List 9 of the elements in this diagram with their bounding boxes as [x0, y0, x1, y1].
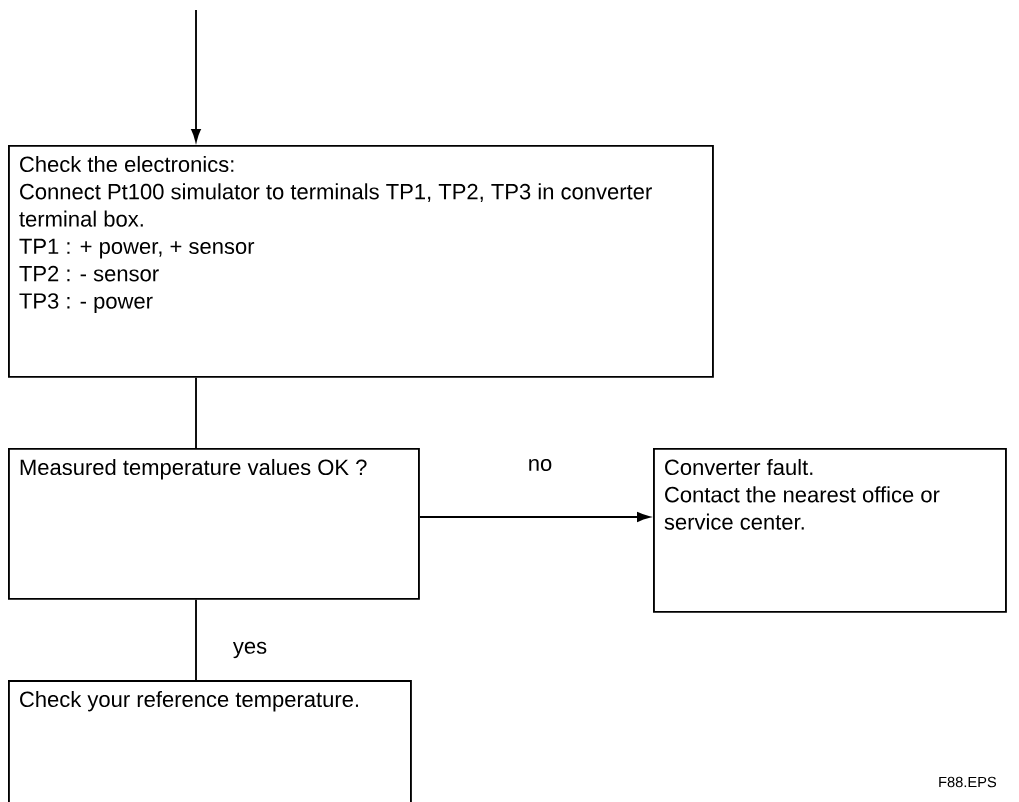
arrow — [191, 9, 201, 142]
file-name: F88.EPS — [939, 776, 997, 788]
process-box: Check your reference temperature. — [8, 680, 412, 802]
edge-label: no — [525, 456, 555, 474]
edge-label: yes — [230, 639, 270, 661]
arrow — [418, 512, 650, 522]
process-box: Converter fault. Contact the nearest office or service center. — [653, 448, 1007, 613]
process-box: Measured temperature values OK ? — [8, 448, 420, 600]
process-box: Check the electronics: Connect Pt100 simulator to terminals TP1, TP2, TP3 in converter terminal box. TP1 : + power, + sensor TP2 : - sensor TP3 : - power — [8, 145, 714, 378]
